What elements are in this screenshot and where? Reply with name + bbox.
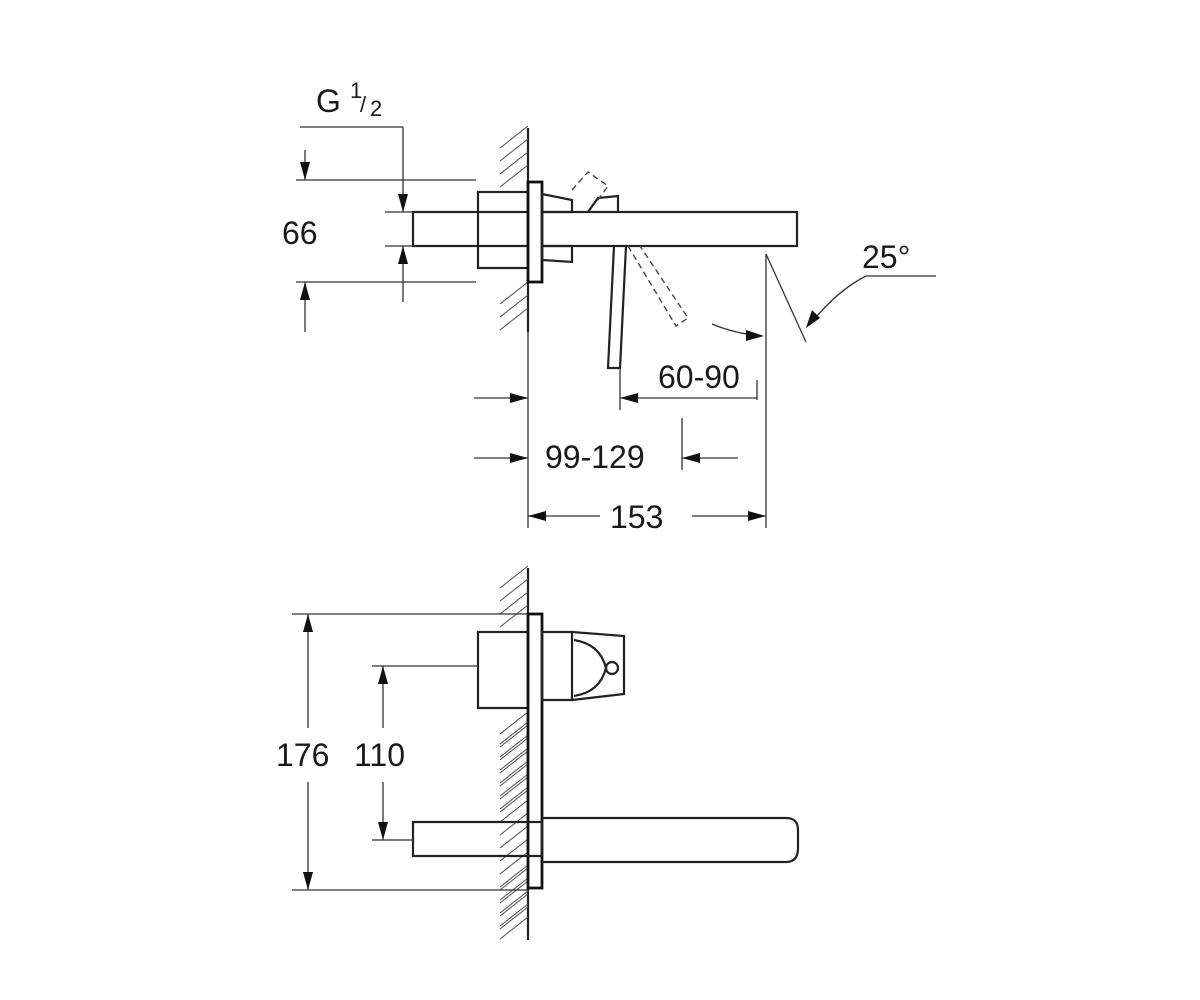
arrow-icon bbox=[510, 393, 528, 403]
dim-angle-label: 25° bbox=[862, 239, 910, 275]
spout bbox=[540, 210, 799, 248]
dim-66-label: 66 bbox=[282, 215, 318, 251]
wall-depth-dimension: 99-129 bbox=[474, 418, 738, 475]
hatch-line bbox=[499, 776, 529, 800]
spout-front bbox=[542, 816, 800, 864]
wall-upper bbox=[499, 125, 530, 332]
hatch-line bbox=[499, 734, 529, 758]
wall-plate bbox=[526, 180, 544, 284]
hatch-line bbox=[499, 138, 529, 162]
side-view: G 1 / 2 66 25° bbox=[282, 78, 936, 535]
handle-curve bbox=[573, 638, 608, 698]
wall-hatching bbox=[499, 125, 529, 331]
plate-height-dimension: 176 bbox=[276, 613, 528, 891]
arrow-icon bbox=[300, 162, 310, 180]
mixer-body-front bbox=[476, 630, 530, 710]
arrow-icon bbox=[528, 511, 546, 521]
thread-label: G bbox=[316, 83, 341, 119]
hatch-line bbox=[499, 812, 529, 836]
hatch-line bbox=[499, 906, 529, 930]
hatch-line bbox=[499, 799, 529, 823]
thread-fraction-numerator: 1 bbox=[350, 78, 362, 103]
arrow-icon bbox=[398, 194, 408, 212]
arrow-icon bbox=[806, 310, 820, 328]
hatch-line bbox=[499, 789, 529, 813]
hatch-line bbox=[499, 591, 529, 615]
mixer-body bbox=[476, 190, 530, 270]
hatch-line bbox=[499, 294, 529, 318]
inlet-pipe bbox=[411, 210, 530, 248]
thread-dimension: G 1 / 2 bbox=[300, 78, 413, 302]
dim-110-label: 110 bbox=[354, 737, 405, 773]
wall-hatching bbox=[499, 565, 529, 940]
wall-plate-front bbox=[526, 612, 544, 890]
hatch-line bbox=[499, 916, 529, 940]
thread-fraction-separator: / bbox=[360, 92, 367, 117]
hatch-line bbox=[499, 786, 529, 810]
hatch-line bbox=[499, 893, 529, 917]
hatch-line bbox=[499, 721, 529, 745]
arrow-icon bbox=[620, 393, 638, 403]
hatch-line bbox=[499, 307, 529, 331]
dim-60-90-label: 60-90 bbox=[658, 359, 740, 395]
hatch-line bbox=[499, 773, 529, 797]
hatch-line bbox=[499, 825, 529, 849]
hatch-line bbox=[499, 125, 529, 149]
hatch-line bbox=[499, 838, 529, 862]
handle-base-front bbox=[540, 630, 574, 702]
projection-dimension: 60-90 bbox=[474, 359, 757, 403]
arrow-icon bbox=[748, 511, 766, 521]
handle-base-upper bbox=[540, 192, 574, 214]
arrow-icon bbox=[746, 330, 764, 341]
lever-alt-top bbox=[571, 171, 609, 201]
handle-base-lower bbox=[540, 244, 574, 264]
lever-handle bbox=[606, 245, 628, 370]
dim-153-label: 153 bbox=[610, 499, 663, 535]
lever-top bbox=[587, 194, 620, 213]
hatch-line bbox=[499, 281, 529, 305]
hatch-line bbox=[499, 164, 529, 188]
hatch-line bbox=[499, 903, 529, 927]
hatch-line bbox=[499, 877, 529, 901]
arrow-icon bbox=[378, 822, 388, 840]
front-view: 176 110 bbox=[276, 565, 800, 940]
dim-99-129-label: 99-129 bbox=[545, 439, 645, 475]
hatch-line bbox=[499, 724, 529, 748]
handle-screw-icon bbox=[604, 660, 620, 676]
hatch-line bbox=[499, 604, 529, 628]
hatch-line bbox=[499, 711, 529, 735]
hatch-line bbox=[499, 737, 529, 761]
thread-fraction-denominator: 2 bbox=[370, 96, 382, 121]
arrow-icon bbox=[682, 453, 700, 463]
hatch-line bbox=[499, 864, 529, 888]
hatch-line bbox=[499, 750, 529, 774]
arrow-icon bbox=[378, 666, 388, 684]
dim-176-label: 176 bbox=[276, 737, 329, 773]
height-dimension: 66 bbox=[282, 150, 476, 332]
angle-dimension: 25° bbox=[711, 239, 936, 343]
wall-lower bbox=[499, 565, 530, 940]
lever-alt-swing bbox=[627, 245, 689, 327]
hatch-line bbox=[499, 151, 529, 175]
arrow-icon bbox=[303, 872, 313, 890]
total-length-dimension: 153 bbox=[528, 499, 766, 535]
arrow-icon bbox=[398, 246, 408, 264]
hatch-line bbox=[499, 890, 529, 914]
hatch-line bbox=[499, 763, 529, 787]
arrow-icon bbox=[303, 614, 313, 632]
hatch-line bbox=[499, 760, 529, 784]
hatch-line bbox=[499, 578, 529, 602]
arrow-icon bbox=[510, 453, 528, 463]
inlet-pipe-front bbox=[411, 820, 544, 858]
hatch-line bbox=[499, 565, 529, 589]
axis-distance-dimension: 110 bbox=[354, 665, 478, 841]
hatch-line bbox=[499, 867, 529, 891]
arrow-icon bbox=[300, 282, 310, 300]
hatch-line bbox=[499, 747, 529, 771]
hatch-line bbox=[499, 880, 529, 904]
handle-front bbox=[571, 630, 626, 702]
